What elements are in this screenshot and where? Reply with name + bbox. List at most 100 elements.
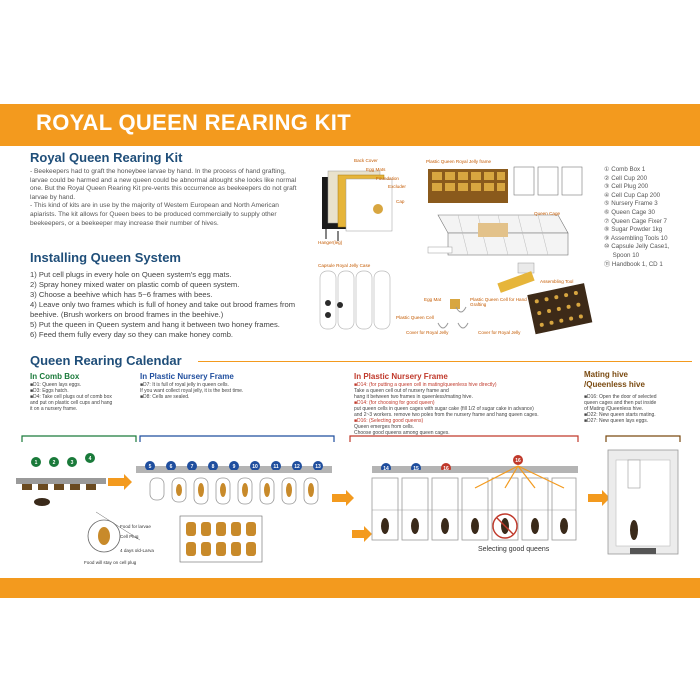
install-heading: Installing Queen System: [30, 250, 181, 265]
label-cover-royal-jelly-1: Cover for Royal Jelly: [406, 330, 449, 335]
label-queen-cage: Queen Cage: [534, 211, 561, 216]
kit-description: - Beekeepers had to graft the honeybee l…: [30, 168, 298, 228]
note-line: queen cages and then put inside: [584, 400, 657, 406]
label-plastic-queen-cell: Plastic Queen Cell: [396, 315, 434, 320]
label-excluder: Excluder: [388, 184, 406, 189]
note-line: ■D7: It is full of royal jelly in queen …: [140, 382, 229, 388]
note-line: of Mating /Queenless hive.: [584, 406, 644, 412]
install-steps: 1) Put cell plugs in every hole on Queen…: [30, 270, 298, 340]
install-step: 4) Leave only two frames which is full o…: [30, 300, 296, 319]
label-cap: Cap: [396, 199, 405, 204]
note-line: ■D14: (for choosing for good queen): [354, 400, 435, 406]
note-line: ■D8: Cells are sealed.: [140, 394, 190, 400]
component-item: ⑤ Nursery Frame 3: [604, 200, 658, 208]
note-line: ■D3: Eggs hatch.: [30, 388, 69, 394]
svg-text:11: 11: [273, 464, 279, 470]
day-marker: 15: [411, 463, 421, 470]
day-marker: 5: [145, 461, 155, 470]
note-line: ■D16: Open the door of selected: [584, 394, 657, 400]
svg-text:7: 7: [191, 464, 194, 470]
component-item: ⑥ Queen Cage 30: [604, 208, 655, 216]
component-item: ③ Cell Plug 200: [604, 183, 649, 191]
stage-notes-comb-box: ■D1: Queen lays eggs. ■D3: Eggs hatch. ■…: [30, 382, 136, 412]
stage-title-comb-box: In Comb Box: [30, 372, 80, 381]
svg-text:4: 4: [89, 456, 92, 462]
note-line: Queen emerges from cells.: [354, 424, 415, 430]
stage-notes-nursery-1: ■D7: It is full of royal jelly in queen …: [140, 382, 340, 400]
svg-text:8: 8: [212, 464, 215, 470]
kit-heading: Royal Queen Rearing Kit: [30, 150, 183, 165]
svg-text:5: 5: [149, 464, 152, 470]
calendar-diagram: [16, 435, 681, 563]
component-item: ⑨ Assembling Tools 10: [604, 234, 668, 242]
label-plastic-queen-frame: Plastic Queen Royal Jelly frame: [426, 159, 492, 164]
note-line: If you want collect royal jelly, it is t…: [140, 388, 244, 394]
day-marker: 13: [313, 461, 323, 470]
stage-notes-mating-hive: ■D16: Open the door of selected queen ca…: [584, 394, 696, 424]
install-step: 3) Choose a beehive which has 5~6 frames…: [30, 290, 213, 299]
inset-plug-label: Cell Plug: [120, 534, 139, 539]
selecting-label: Selecting good queens: [478, 546, 550, 553]
note-line: Choose good queens among queen cages.: [354, 430, 450, 436]
label-cover-royal-jelly-2: Cover for Royal Jelly: [478, 330, 521, 335]
day-marker: 1: [31, 457, 41, 467]
day-marker: 7: [187, 461, 197, 470]
note-line: ■D4: Take cell plugs out of comb box: [30, 394, 112, 400]
day-marker: 6: [166, 461, 176, 470]
note-line: ■D1: Queen lays eggs.: [30, 382, 82, 388]
note-line: and put on plastic cell cups and hang: [30, 400, 113, 406]
label-egg-mats: Egg Mats: [366, 167, 386, 172]
title-banner: [0, 104, 700, 146]
product-photo: Back Cover Egg Mats Foundation Excluder …: [318, 155, 598, 335]
component-item: ② Cell Cup 200: [604, 174, 648, 182]
note-line: ■D14: (for putting a queen cell in matin…: [354, 382, 497, 388]
install-step: 5) Put the queen in Queen system and han…: [30, 320, 280, 329]
label-capsule-case: Capsule Royal Jelly Case: [318, 263, 371, 268]
component-item: ⑪ Handbook 1, CD 1: [604, 260, 663, 268]
day-marker: 10: [250, 461, 260, 470]
svg-text:1: 1: [35, 460, 38, 466]
label-egg-mat: Egg Mat: [424, 297, 442, 302]
svg-text:15: 15: [413, 466, 419, 470]
note-line: ■D27: New queen lays eggs.: [584, 418, 649, 424]
component-item: Spoon 10: [604, 251, 640, 259]
svg-text:10: 10: [252, 464, 258, 470]
note-line: it on a nursery frame.: [30, 406, 78, 412]
day-marker: 4: [85, 453, 95, 463]
note-line: put queen cells in queen cages with suga…: [354, 406, 534, 412]
install-step: 1) Put cell plugs in every hole on Queen…: [30, 270, 232, 279]
page-title: ROYAL QUEEN REARING KIT: [36, 110, 351, 135]
day-marker: 9: [229, 461, 239, 470]
svg-text:12: 12: [294, 464, 300, 470]
calendar-divider: [198, 361, 692, 362]
kit-paragraph: - Beekeepers had to graft the honeybee l…: [30, 168, 297, 201]
component-item: ⑦ Queen Cage Fixer 7: [604, 217, 667, 225]
day-marker: 2: [49, 457, 59, 467]
day-marker: 12: [292, 461, 302, 470]
day-marker: 3: [67, 457, 77, 467]
label-foundation: Foundation: [376, 176, 399, 181]
stage-notes-nursery-2: ■D14: (for putting a queen cell in matin…: [354, 382, 584, 436]
note-line: and 2~3 workers. remove two poles from t…: [354, 412, 539, 418]
component-item: ④ Cell Cup Cap 200: [604, 191, 661, 199]
day-marker: 11: [271, 461, 281, 470]
day-marker: 8: [208, 461, 218, 470]
stage-title-nursery-1: In Plastic Nursery Frame: [140, 372, 234, 381]
stage-title-mating-hive: Mating hive /Queenless hive: [584, 370, 645, 389]
component-item: ⑩ Capsule Jelly Case1,: [604, 243, 670, 251]
label-assembling-tool: Assembling Tool: [540, 279, 574, 284]
day-marker: 16: [441, 463, 451, 470]
svg-text:16: 16: [443, 466, 449, 470]
stage-title-nursery-2: In Plastic Nursery Frame: [354, 372, 448, 381]
note-line: ■D22: New queen starts mating.: [584, 412, 656, 418]
note-line: ■D16: (Selecting good queens): [354, 418, 424, 424]
note-line: Take a queen cell out of nursery frame a…: [354, 388, 449, 394]
svg-text:16: 16: [515, 458, 521, 464]
label-back-cover: Back Cover: [354, 158, 378, 163]
note-line: hang it between two frames in queenless/…: [354, 394, 473, 400]
svg-text:13: 13: [315, 464, 321, 470]
product-illustration: [319, 166, 593, 335]
bottom-banner: [0, 578, 700, 598]
day-marker: 16: [513, 455, 523, 465]
